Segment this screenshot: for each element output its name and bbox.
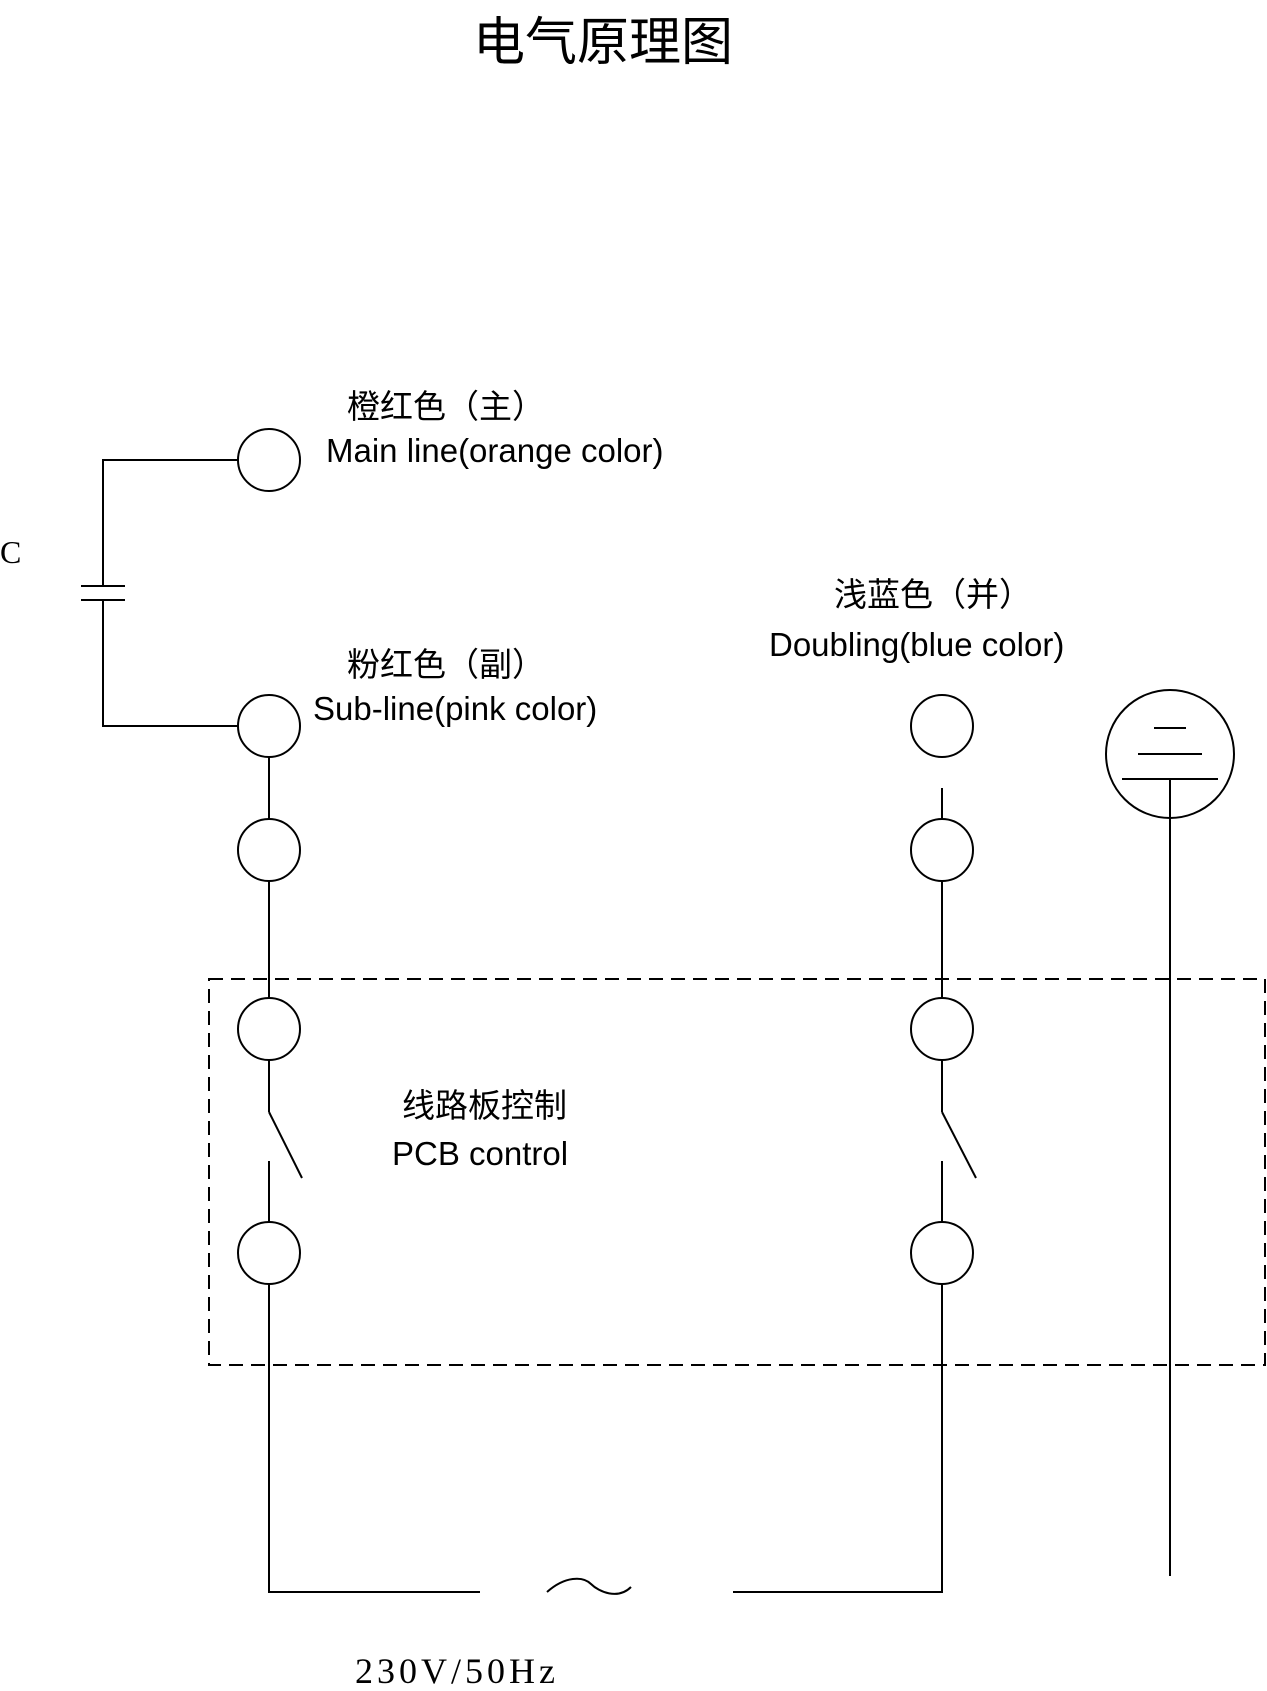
pcb-label-en: PCB control bbox=[392, 1135, 568, 1172]
left-terminal-4 bbox=[237, 1221, 301, 1285]
main-line-label-en: Main line(orange color) bbox=[326, 432, 664, 469]
right-conductor bbox=[733, 694, 977, 1593]
capacitor-label: C bbox=[0, 534, 21, 570]
doubling-label-cn: 浅蓝色（并） bbox=[834, 575, 1032, 614]
sub-line-terminal bbox=[237, 694, 301, 758]
left-switch-blade bbox=[268, 1111, 303, 1179]
ground-symbol bbox=[1105, 689, 1235, 1576]
capacitor-wire-bottom bbox=[102, 600, 238, 727]
supply-voltage-label: 230V/50Hz bbox=[355, 1651, 559, 1691]
sub-line-label-cn: 粉红色（副） bbox=[347, 645, 545, 684]
left-wire-5 bbox=[268, 1284, 480, 1593]
left-conductor bbox=[237, 694, 480, 1593]
left-terminal-3 bbox=[237, 997, 301, 1061]
main-line-terminal bbox=[237, 428, 301, 492]
pcb-label-cn: 线路板控制 bbox=[402, 1086, 567, 1125]
main-line-label-cn: 橙红色（主） bbox=[347, 387, 545, 426]
right-terminal-4 bbox=[910, 1221, 974, 1285]
right-terminal-3 bbox=[910, 997, 974, 1061]
doubling-label-en: Doubling(blue color) bbox=[769, 626, 1064, 663]
capacitor-branch bbox=[81, 459, 238, 727]
capacitor-wire-top bbox=[102, 459, 238, 586]
right-wire-5 bbox=[733, 1284, 943, 1593]
left-terminal-2 bbox=[237, 818, 301, 882]
doubling-terminal bbox=[910, 694, 974, 758]
right-terminal-2 bbox=[910, 818, 974, 882]
sub-line-label-en: Sub-line(pink color) bbox=[313, 690, 597, 727]
right-switch-blade bbox=[941, 1111, 977, 1179]
diagram-title: 电气原理图 bbox=[473, 13, 733, 73]
ac-supply-symbol bbox=[546, 1577, 632, 1595]
pcb-control-box bbox=[208, 978, 1266, 1366]
